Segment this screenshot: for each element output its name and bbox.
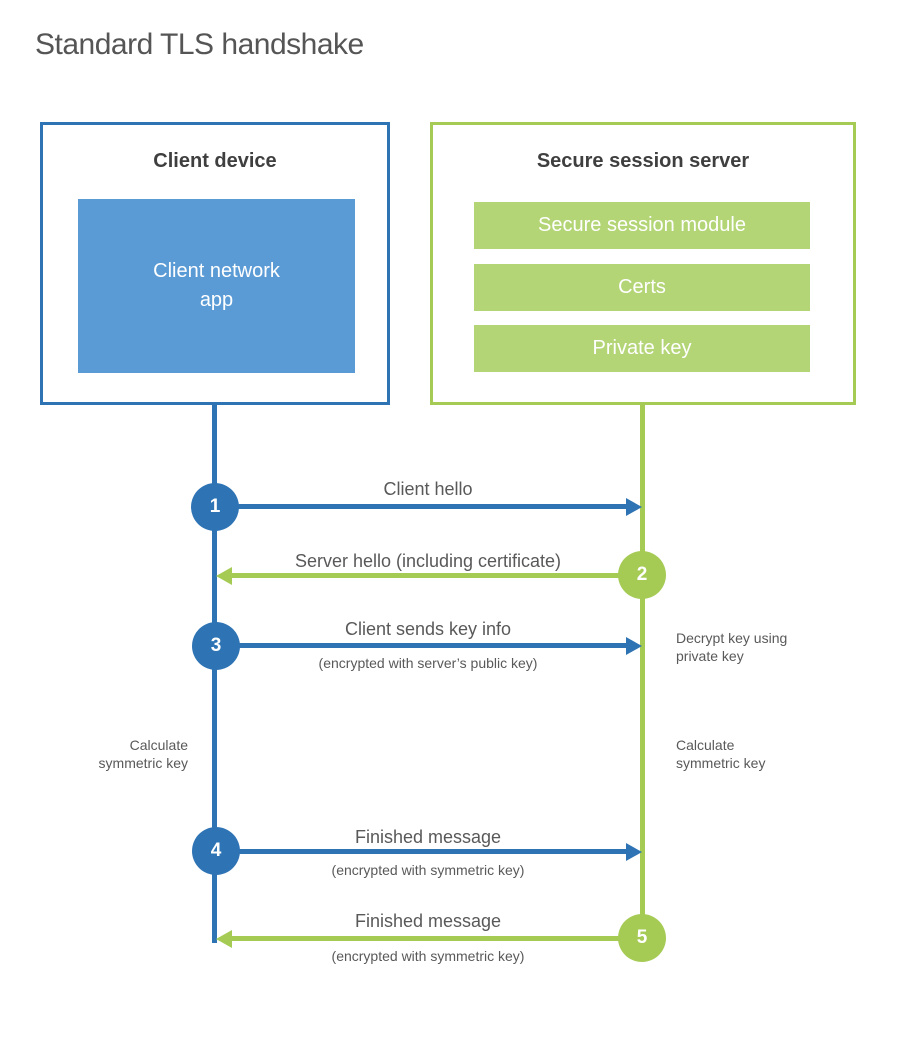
step-number-2: 2 [636, 564, 648, 585]
arrow-step5-head-icon [216, 930, 232, 948]
step-circle-1: 1 [191, 483, 239, 531]
note-server-calculate-symmetric-key: Calculate symmetric key [676, 737, 766, 771]
message-sublabel-step3: (encrypted with server’s public key) [318, 655, 538, 671]
step-circle-5: 5 [618, 914, 666, 962]
message-sublabel-step4: (encrypted with symmetric key) [331, 862, 525, 878]
step-number-3: 3 [210, 635, 222, 656]
arrow-step4-head-icon [626, 843, 642, 861]
message-sublabel-step5: (encrypted with symmetric key) [331, 948, 525, 964]
server-module-private-key: Private key [474, 325, 810, 372]
arrow-step5-line [232, 936, 642, 941]
client-network-app-box: Client network app [78, 199, 355, 373]
arrow-step3-head-icon [626, 637, 642, 655]
step-number-1: 1 [209, 496, 221, 517]
secure-session-server-title: Secure session server [536, 150, 750, 172]
arrow-step1-line [215, 504, 626, 509]
arrow-step2-head-icon [216, 567, 232, 585]
server-module-secure-session-module: Secure session module [474, 202, 810, 249]
arrow-step1-head-icon [626, 498, 642, 516]
message-label-step1: Client hello [383, 479, 473, 499]
page-title: Standard TLS handshake [35, 28, 364, 61]
client-device-title: Client device [153, 150, 277, 172]
arrow-step2-line [232, 573, 642, 578]
step-circle-2: 2 [618, 551, 666, 599]
message-label-step2: Server hello (including certificate) [294, 551, 562, 571]
step-circle-4: 4 [192, 827, 240, 875]
secure-session-server-box: Secure session server Secure session mod… [430, 122, 856, 405]
server-lifeline [640, 405, 645, 938]
server-module-certs: Certs [474, 264, 810, 311]
client-network-app-label: Client network app [153, 260, 280, 311]
note-client-calculate-symmetric-key: Calculate symmetric key [98, 737, 188, 771]
message-label-step4: Finished message [354, 827, 502, 847]
step-circle-3: 3 [192, 622, 240, 670]
step-number-4: 4 [210, 840, 222, 861]
step-number-5: 5 [636, 927, 648, 948]
message-label-step3: Client sends key info [344, 619, 512, 639]
message-label-step5: Finished message [354, 911, 502, 931]
arrow-step3-line [215, 643, 626, 648]
note-decrypt-key: Decrypt key using private key [676, 630, 788, 664]
client-device-box: Client device Client network app [40, 122, 390, 405]
arrow-step4-line [215, 849, 626, 854]
client-lifeline [212, 405, 217, 943]
